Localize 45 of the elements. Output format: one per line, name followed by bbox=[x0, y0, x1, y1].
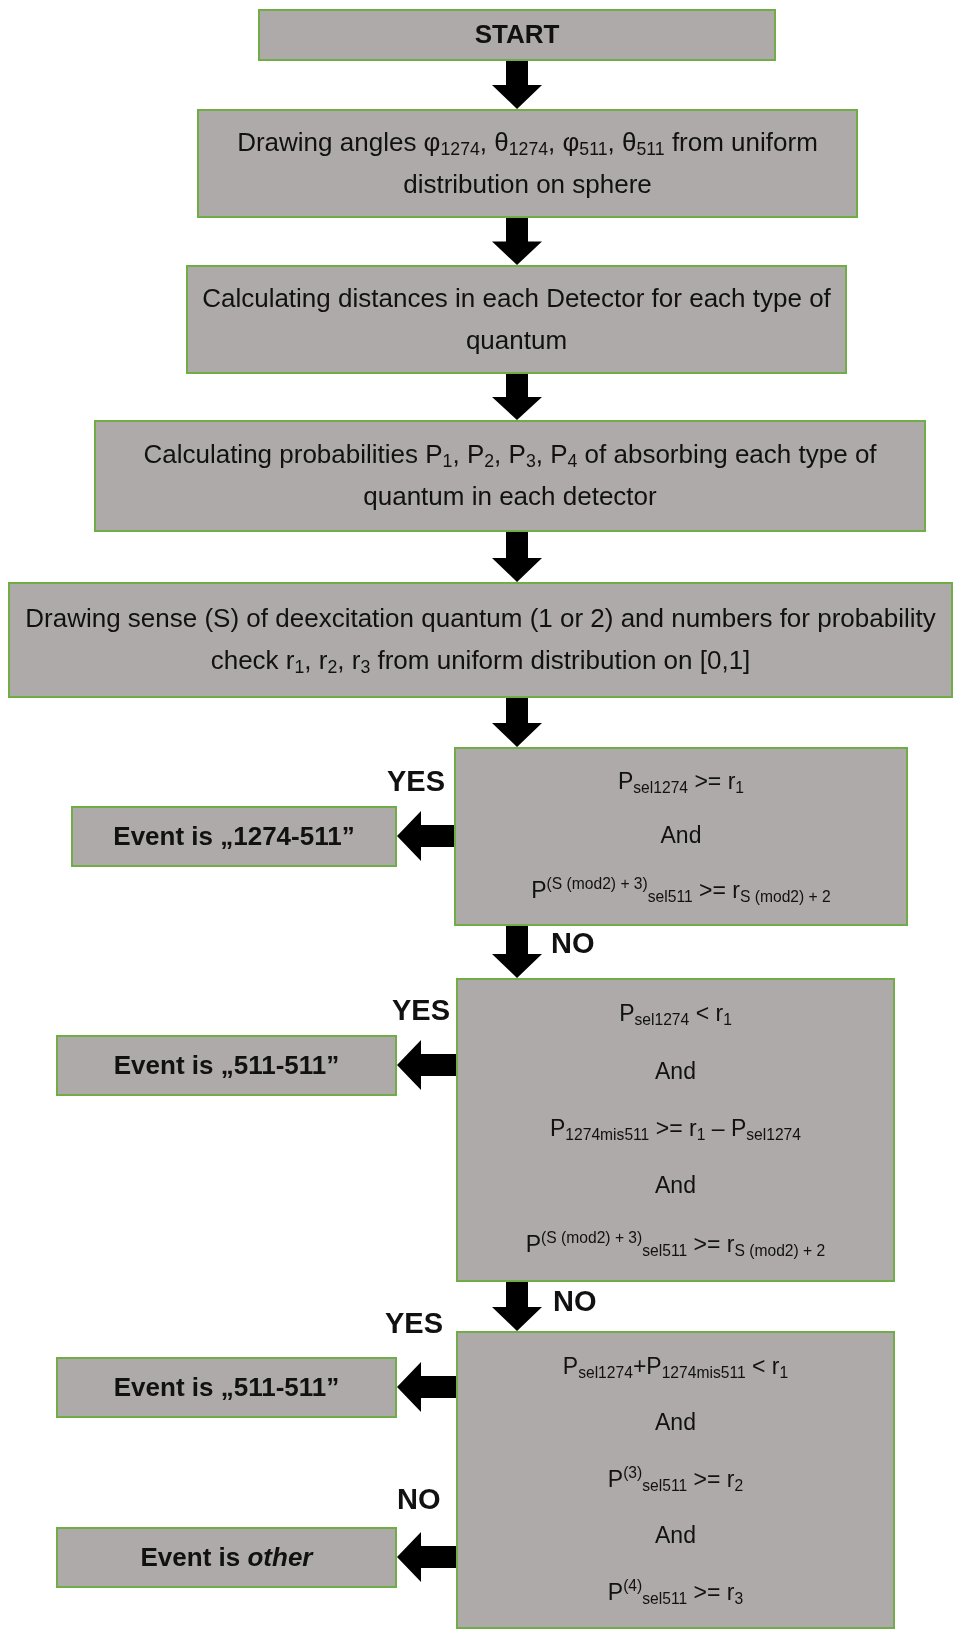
condition-text: P$^{(S (mod2) + 3)}$$_{sel511}$ >= r$_{S (mod2) + 2}$ bbox=[525, 1227, 826, 1261]
arrow bbox=[397, 1362, 456, 1412]
box-text: Calculating probabilities P$_{1}$, P$_{2}$, P$_{3}$, P$_{4}$ of absorbing each type of quantum in each detector bbox=[142, 438, 878, 514]
outcome-box bbox=[71, 806, 397, 867]
condition-text: And bbox=[655, 1520, 696, 1550]
arrow bbox=[492, 1282, 542, 1331]
condition-text: P$_{sel1274}$+P$_{1274mis511}$ < r$_{1}$ bbox=[562, 1351, 789, 1383]
arrow bbox=[492, 926, 542, 978]
condition-text: P$^{(3)}$$_{sel511}$ >= r$_{2}$ bbox=[607, 1462, 744, 1496]
outcome-box bbox=[56, 1357, 397, 1418]
process-box bbox=[94, 420, 926, 532]
box-text: Drawing sense (S) of deexcitation quantum (1 or 2) and numbers for probability check r$_{1}$, r$_{2}$, r$_{3}$ from uniform distribution on [0,1] bbox=[24, 602, 937, 680]
box-text: START bbox=[474, 18, 560, 52]
decision-box bbox=[456, 978, 895, 1282]
box-text: Drawing angles φ$_{1274}$, θ$_{1274}$, φ$_{511}$, θ$_{511}$ from uniform distribution on sphere bbox=[236, 125, 819, 201]
condition-text: And bbox=[655, 1407, 696, 1437]
arrow bbox=[397, 811, 454, 861]
box-text: Event is other bbox=[140, 1540, 313, 1574]
condition-text: And bbox=[655, 1057, 696, 1087]
arrow bbox=[492, 698, 542, 747]
arrow bbox=[397, 1532, 456, 1582]
arrow bbox=[492, 61, 542, 109]
decision-box bbox=[456, 1331, 895, 1629]
condition-text: P$_{sel1274}$ >= r$_{1}$ bbox=[617, 766, 745, 798]
process-box bbox=[8, 582, 953, 698]
arrow bbox=[492, 218, 542, 265]
arrow bbox=[492, 374, 542, 420]
box-text: Event is „511-511” bbox=[113, 1048, 340, 1082]
box-text: Event is „511-511” bbox=[113, 1370, 340, 1404]
start-box bbox=[258, 9, 776, 61]
arrow bbox=[492, 532, 542, 582]
condition-text: P$^{(S (mod2) + 3)}$$_{sel511}$ >= r$_{S (mod2) + 2}$ bbox=[531, 873, 831, 907]
process-box bbox=[186, 265, 847, 374]
condition-text: And bbox=[655, 1171, 696, 1201]
process-box bbox=[197, 109, 858, 218]
outcome-box bbox=[56, 1035, 397, 1096]
condition-text: P$_{sel1274}$ < r$_{1}$ bbox=[619, 999, 732, 1031]
arrow bbox=[397, 1040, 456, 1090]
condition-text: P$^{(4)}$$_{sel511}$ >= r$_{3}$ bbox=[607, 1575, 744, 1609]
box-text: Event is „1274-511” bbox=[113, 819, 355, 853]
outcome-box bbox=[56, 1527, 397, 1588]
condition-text: And bbox=[660, 820, 702, 850]
box-text: Calculating distances in each Detector for each type of quantum bbox=[201, 281, 832, 357]
decision-box bbox=[454, 747, 908, 926]
condition-text: P$_{1274mis511}$ >= r$_{1}$ – P$_{sel1274}$ bbox=[550, 1113, 801, 1145]
